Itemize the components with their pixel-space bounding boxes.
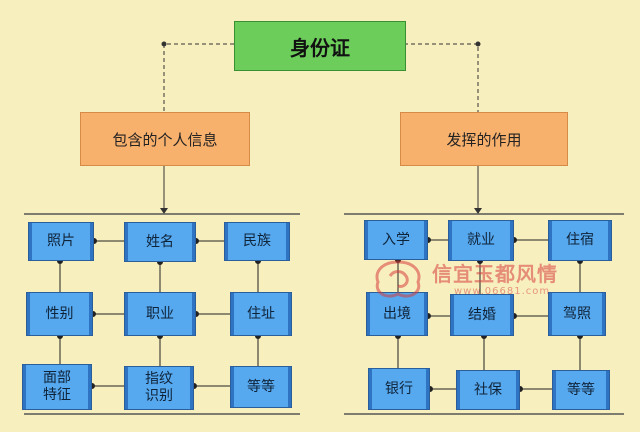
- node-address: 住址: [230, 292, 292, 336]
- node-etc-right: 等等: [552, 370, 610, 410]
- node-name: 姓名: [124, 222, 196, 262]
- node-employment: 就业: [448, 220, 514, 261]
- node-photo: 照片: [28, 222, 94, 261]
- node-occupation: 职业: [124, 292, 196, 336]
- node-driving-license: 驾照: [548, 292, 606, 336]
- node-facial-features: 面部 特征: [22, 364, 92, 410]
- node-exit: 出境: [366, 292, 428, 336]
- category-personal-info: 包含的个人信息: [80, 112, 250, 166]
- root-link-left: [163, 43, 234, 112]
- node-social-security: 社保: [456, 370, 520, 410]
- node-bank: 银行: [368, 368, 430, 410]
- node-lodging: 住宿: [548, 220, 612, 261]
- node-etc-left: 等等: [230, 366, 292, 408]
- node-school: 入学: [364, 220, 428, 260]
- node-fingerprint: 指纹 识别: [124, 366, 194, 410]
- node-gender: 性别: [26, 292, 93, 336]
- node-ethnicity: 民族: [224, 222, 290, 261]
- root-link-right: [404, 43, 479, 112]
- node-marriage: 结婚: [450, 294, 514, 336]
- category-uses: 发挥的作用: [400, 112, 568, 166]
- root-node-identity-card: 身份证: [234, 21, 406, 71]
